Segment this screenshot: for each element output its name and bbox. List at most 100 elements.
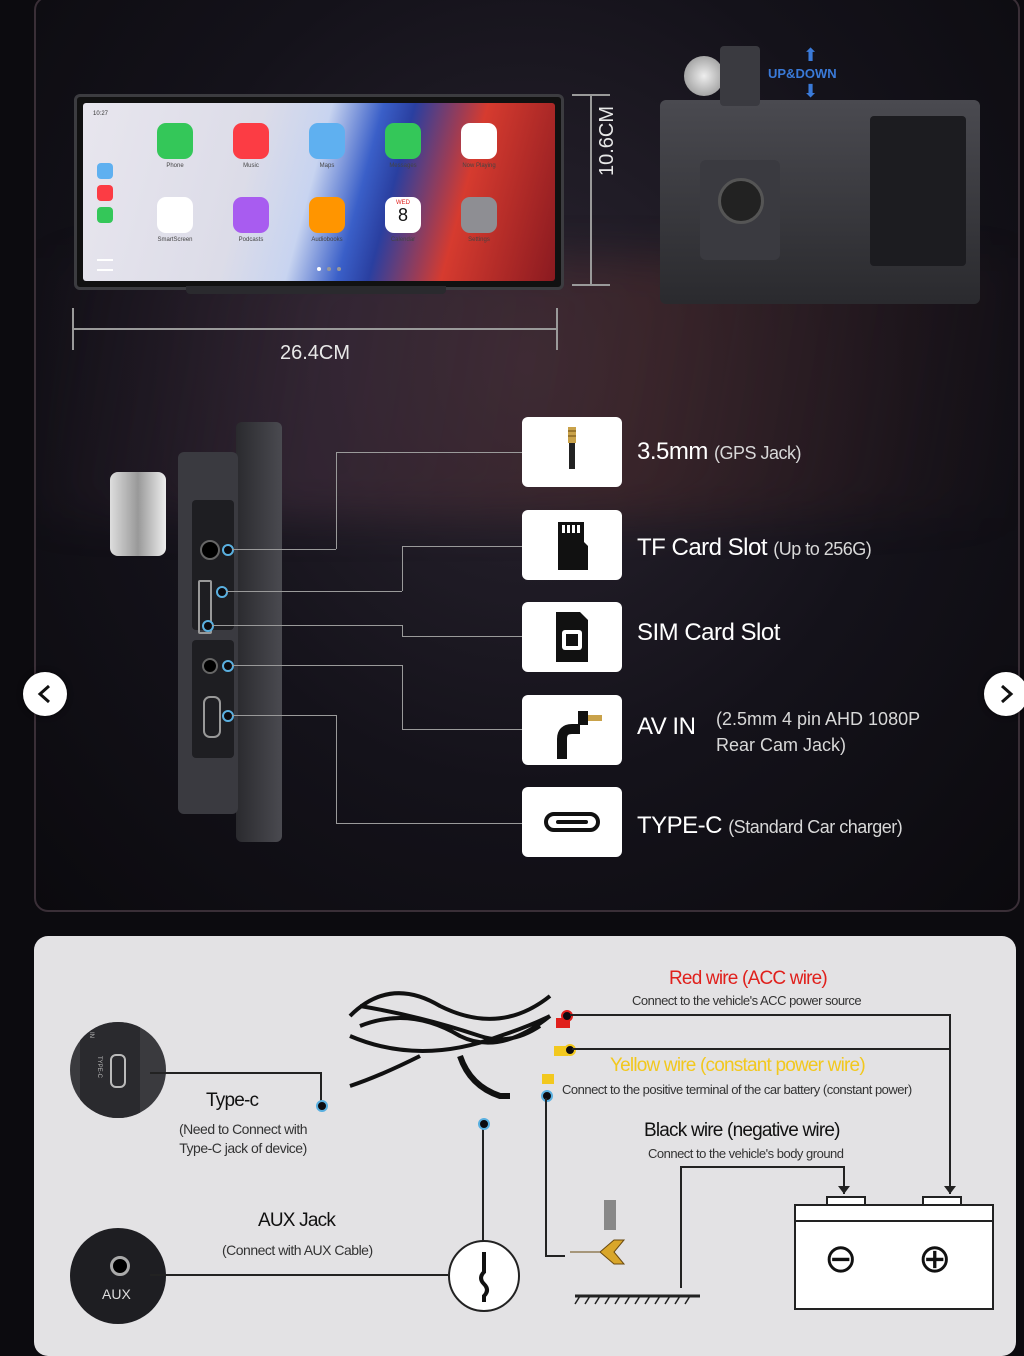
leader-line [402,625,403,636]
ground-line [680,1166,682,1288]
width-dimension-cap [556,308,558,350]
av-in-port [202,658,218,674]
type-c-port [203,696,221,738]
leader-line [232,549,336,550]
typec-closeup-label-in: IN [88,1032,94,1038]
gps-jack-icon [522,417,622,487]
carousel-prev-button[interactable] [23,672,67,716]
app-label: Settings [468,237,490,243]
carousel-next-button[interactable] [984,672,1024,716]
port-label-sim: SIM Card Slot [637,619,780,646]
camera-housing [720,46,760,106]
black-wire-title: Black wire (negative wire) [644,1120,840,1141]
typec-closeup-port [110,1054,126,1088]
app-icon-settings[interactable] [461,197,497,233]
camera-lens [684,56,724,96]
connector-dot [222,710,234,722]
height-dimension-label: 10.6CM [596,105,618,176]
screen-base-bar [186,286,446,294]
plus-icon: ⊕ [918,1237,952,1281]
height-dimension-cap [572,94,610,96]
port-label-typec: TYPE-C (Standard Car charger) [637,812,903,839]
back-panel-recess [870,116,966,266]
app-label: SmartScreen [157,237,193,243]
dock-music-icon [97,185,113,201]
leader-line [402,729,522,730]
port-label-tf: TF Card Slot (Up to 256G) [637,534,872,561]
height-dimension-line [590,94,592,284]
typec-closeup: TYPE-C IN [70,1022,166,1118]
app-label: Maps [319,163,335,169]
app-icon-music[interactable] [233,123,269,159]
aux-closeup-label: AUX [102,1286,131,1302]
aux-closeup: AUX [70,1228,166,1324]
yellow-wire-line [572,1048,950,1050]
dock-menu-icon [97,259,113,271]
page-dot [317,267,321,271]
black-wire-line [545,1255,565,1257]
aux-cable-icon [448,1240,520,1312]
typec-title: Type-c [206,1090,259,1111]
leader-line [232,665,402,666]
red-wire-sub: Connect to the vehicle's ACC power sourc… [632,993,862,1008]
chevron-right-icon [1001,684,1014,704]
red-wire-line [570,1014,950,1016]
device-side-view [236,422,282,842]
sim-card-icon [522,602,622,672]
black-wire-line [545,1098,547,1256]
minus-icon: ⊖ [824,1237,858,1281]
typec-leader [320,1072,322,1104]
app-label: Now Playing [462,163,496,169]
connector-dot [316,1100,328,1112]
connector-dot [216,586,228,598]
dock-phone-icon [97,207,113,223]
app-icon-maps[interactable] [309,123,345,159]
leader-line [226,591,402,592]
dock-maps-icon [97,163,113,179]
typec-sub-1: (Need to Connect with [178,1121,308,1137]
app-icon-smartscreen[interactable] [157,197,193,233]
chevron-left-icon [37,684,50,704]
arrow-down-icon [944,1186,956,1194]
ground-terminal-icon [570,1200,700,1305]
connector-dot [222,544,234,556]
calendar-day: WED [396,200,410,206]
app-icon-audiobooks[interactable] [309,197,345,233]
page-dot [337,267,341,271]
app-label: Phone [166,163,184,169]
connector-dot [478,1118,490,1130]
width-dimension-line [72,328,557,330]
battery-lid-line [794,1220,992,1222]
leader-line [212,625,402,626]
ground-line [843,1166,845,1194]
app-icon-now-playing[interactable] [461,123,497,159]
width-dimension-cap [72,308,74,350]
app-label: Audiobooks [311,237,343,243]
app-icon-phone[interactable] [157,123,193,159]
leader-line [402,546,403,591]
aux-port [110,1256,130,1276]
status-time: 10:27 [93,111,109,117]
page-dot [327,267,331,271]
width-dimension-label: 26.4CM [280,342,351,364]
typec-sub-2: Type-C jack of device) [179,1140,307,1156]
app-icon-messages[interactable] [385,123,421,159]
aux-sub: (Connect with AUX Cable) [222,1242,373,1258]
tf-card-icon [522,510,622,580]
app-label: Music [243,163,259,169]
black-wire-sub: Connect to the vehicle's body ground [648,1146,844,1161]
connector-dot [541,1090,553,1102]
app-icon-podcasts[interactable] [233,197,269,233]
connector-dot [222,660,234,672]
aux-leader [150,1274,448,1276]
yellow-wire-sub: Connect to the positive terminal of the … [562,1082,912,1097]
up-down-label: UP&DOWN [768,66,837,81]
arrow-down-icon [838,1186,850,1194]
ground-line [680,1166,844,1168]
app-label: Podcasts [238,237,264,243]
down-arrow-icon: ⬇ [803,81,819,101]
tf-sim-slot [198,580,212,634]
